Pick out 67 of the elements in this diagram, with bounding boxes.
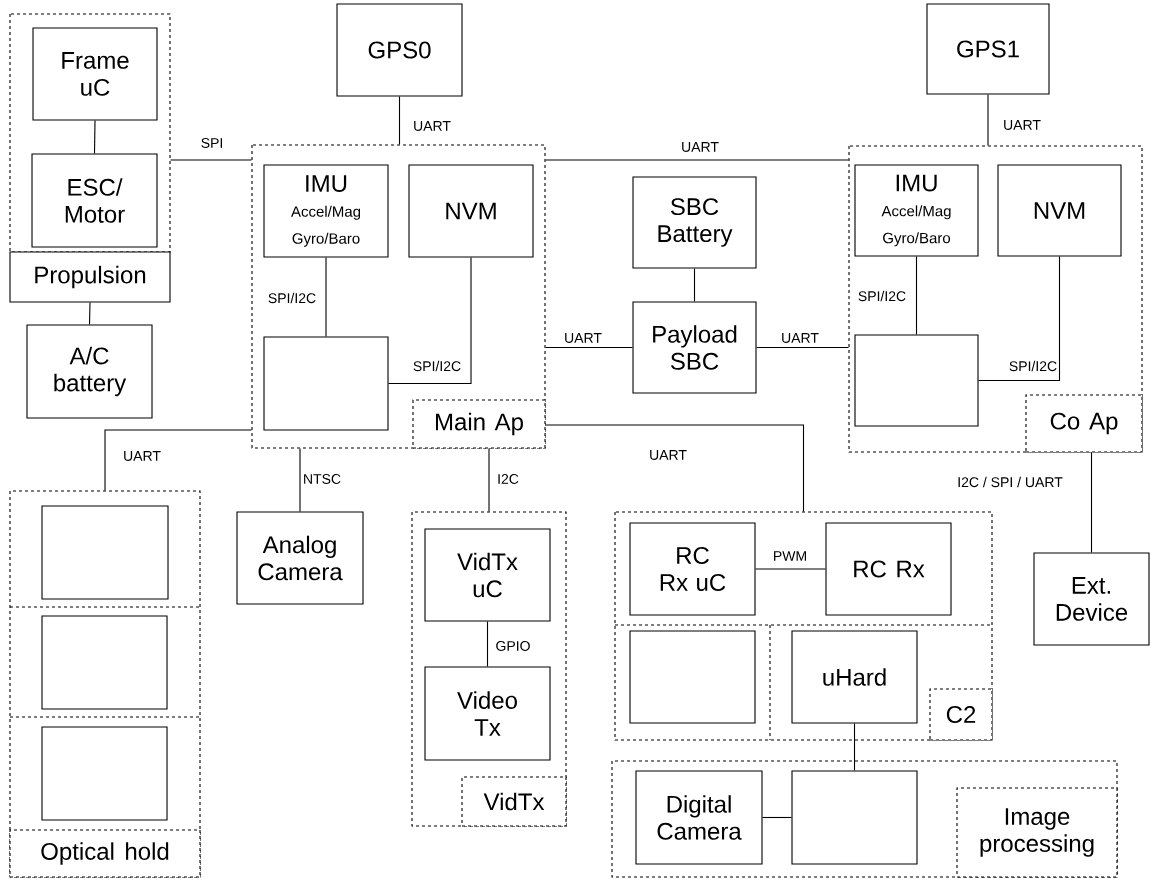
edge-label: PWM [771,550,809,562]
group-box: Optical hold [9,490,201,878]
component-box: IMU Accel/Mag Gyro/Baro [263,164,389,258]
component-box: SBC Battery [632,176,757,269]
component-box: Analog Camera [236,511,364,605]
node-label: Propulsion [35,265,146,289]
component-box: Ext. Device [1033,552,1150,646]
component-box: NVM [997,164,1122,257]
connector-line [915,256,918,335]
edge-label: I2C [496,473,520,485]
component-box: RC Rx [825,522,952,616]
connector-line [299,448,301,512]
edge-label: NTSC [301,473,343,485]
empty-box [41,726,168,821]
connector-line [853,723,856,771]
connector-line [93,120,96,154]
component-box: Payload SBC [632,301,757,394]
connector-line [88,302,91,325]
empty-box [41,505,169,600]
connector-line [545,159,849,161]
edge-label: UART [412,120,452,132]
edge-label: UART [680,141,720,153]
connector-line [545,424,805,512]
edge-label: SPI/I2C [266,291,318,305]
connector-line [545,346,633,349]
component-box: IMU Accel/Mag Gyro/Baro [854,164,979,257]
edge-label: UART [648,449,688,461]
connector-line [170,159,252,161]
edge-label: UART [563,332,603,344]
edge-label: GPIO [494,640,532,652]
edge-label: UART [1002,119,1042,131]
empty-box [41,615,168,710]
empty-box [854,334,979,427]
component-box: ESC/ Motor [31,153,158,248]
component-box: NVM [408,164,534,258]
edge-label: UART [122,450,162,462]
edge-label: SPI [199,137,225,149]
connector-line [488,448,490,512]
connector-line [104,429,252,491]
connector-line [1090,452,1093,553]
empty-box [629,630,756,724]
connector-line [486,621,489,667]
connector-line [398,96,401,145]
component-box: RC Rx uC [629,522,756,616]
edge-label: UART [780,332,820,344]
connector-line [978,256,1061,382]
empty-box [263,336,389,431]
connector-line [756,346,849,349]
connector-line [762,816,792,819]
edge-label: I2C / SPI / UART [956,475,1064,489]
edge-label: SPI/I2C [856,289,908,303]
component-box: uHard [791,630,918,724]
component-box: Video Tx [424,666,551,761]
connector-line [987,94,989,146]
connector-line [325,257,327,337]
edge-label: SPI/I2C [1007,359,1059,373]
component-box: GPS1 [926,3,1050,95]
component-box: VidTx uC [424,528,551,622]
edge-label: SPI/I2C [411,359,463,373]
component-box: A/C battery [26,324,153,419]
connector-line [388,257,472,385]
empty-box [791,770,918,865]
component-box: Frame uC [32,27,158,121]
component-box: Digital Camera [635,770,763,865]
component-box: GPS0 [336,3,463,97]
connector-line [693,268,696,302]
connector-line [755,568,826,570]
